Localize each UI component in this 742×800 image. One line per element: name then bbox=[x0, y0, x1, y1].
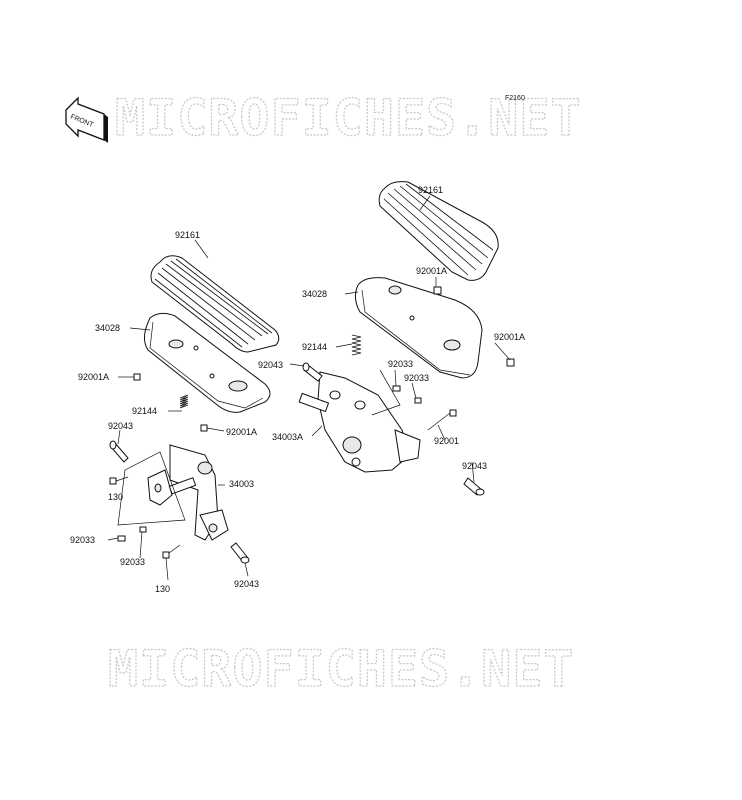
left-spring bbox=[179, 394, 189, 409]
label-left-92033: 92033 bbox=[70, 535, 95, 545]
left-pin-bottom bbox=[230, 542, 250, 564]
left-spring-92033 bbox=[117, 526, 147, 542]
label-right-34028: 34028 bbox=[302, 289, 327, 299]
figure-code: F2160 bbox=[505, 95, 525, 102]
right-spring-92033 bbox=[392, 385, 422, 404]
right-spring bbox=[351, 334, 362, 356]
label-left-92043-top: 92043 bbox=[108, 421, 133, 431]
label-right-92001A: 92001A bbox=[494, 332, 525, 342]
left-bracket bbox=[147, 444, 229, 541]
label-right-92043-bottom: 92043 bbox=[462, 461, 487, 471]
label-right-34003A: 34003A bbox=[272, 432, 303, 442]
left-rubber-pad bbox=[150, 255, 280, 353]
label-left-34028: 34028 bbox=[95, 323, 120, 333]
label-left-92144: 92144 bbox=[132, 406, 157, 416]
left-floorboard bbox=[144, 312, 271, 413]
label-right-92161: 92161 bbox=[418, 185, 443, 195]
label-right-92001: 92001 bbox=[434, 436, 459, 446]
right-bracket bbox=[298, 371, 421, 473]
label-right-92033-b: 92033 bbox=[404, 373, 429, 383]
watermark-top: MICROFICHES.NET bbox=[115, 89, 582, 147]
label-right-92033-a: 92033 bbox=[388, 359, 413, 369]
left-bolt-130-bottom bbox=[162, 544, 181, 559]
label-left-130-bottom: 130 bbox=[155, 584, 170, 594]
watermark-bottom: MICROFICHES.NET bbox=[108, 640, 575, 698]
left-pin-top bbox=[109, 440, 129, 463]
label-right-92043-top: 92043 bbox=[258, 360, 283, 370]
label-left-92001A-2: 92001A bbox=[226, 427, 257, 437]
label-left-92161: 92161 bbox=[175, 230, 200, 240]
label-left-130-top: 130 bbox=[108, 492, 123, 502]
right-bolt-92001 bbox=[427, 409, 457, 431]
label-left-92001A: 92001A bbox=[78, 372, 109, 382]
right-floorboard bbox=[354, 277, 483, 379]
left-bolt-130-top bbox=[109, 476, 129, 485]
right-rubber-pad bbox=[378, 181, 499, 281]
front-arrow-icon: FRONT bbox=[65, 96, 108, 143]
label-right-92001A-top: 92001A bbox=[416, 266, 447, 276]
right-bolt-92001A bbox=[433, 286, 515, 367]
label-left-34003: 34003 bbox=[229, 479, 254, 489]
label-right-92144: 92144 bbox=[302, 342, 327, 352]
label-left-92043-bottom: 92043 bbox=[234, 579, 259, 589]
right-pin-bottom bbox=[463, 477, 485, 496]
right-pin-top bbox=[302, 362, 323, 382]
label-left-92033-2: 92033 bbox=[120, 557, 145, 567]
